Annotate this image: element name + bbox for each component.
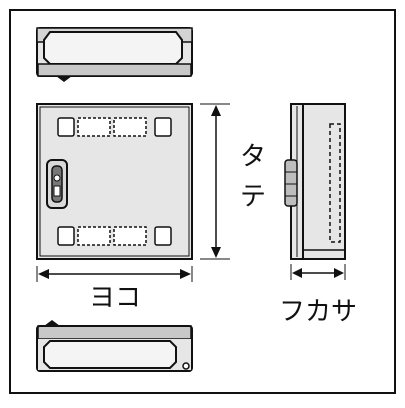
side-view (284, 103, 346, 260)
front-panel-inner (39, 106, 190, 257)
lower-knockouts (57, 226, 172, 246)
knockout-dashed (113, 117, 147, 137)
latch-handle (51, 165, 63, 203)
knockout-end (57, 226, 75, 246)
height-arrow-top (211, 105, 221, 116)
width-arrow-right (180, 269, 191, 279)
bottom-view-handle (43, 340, 177, 369)
top-view (36, 27, 193, 82)
depth-dimension (290, 264, 346, 280)
side-hidden-knockouts (329, 123, 341, 243)
width-arrow-left (38, 269, 49, 279)
depth-label: フカサ (279, 297, 357, 327)
door-latch (46, 159, 68, 209)
knockout-end (57, 117, 75, 137)
latch-slot (53, 185, 61, 197)
knockout-end (154, 226, 172, 246)
knockout-end (154, 117, 172, 137)
width-dimension (36, 266, 193, 282)
latch-keyhole (53, 174, 61, 182)
top-view-handle (43, 31, 183, 65)
knockout-dashed (77, 117, 111, 137)
knockout-dashed (113, 226, 147, 246)
bottom-view (36, 320, 193, 372)
bottom-view-top (37, 325, 192, 340)
top-view-foot (56, 76, 72, 82)
depth-arrow-left (292, 268, 302, 278)
top-view-base (37, 63, 192, 77)
bottom-view-foot (44, 320, 60, 326)
front-view (36, 103, 193, 260)
height-label-char-1: タ (240, 142, 266, 172)
height-label-char-2: テ (240, 182, 266, 212)
side-body (302, 103, 346, 260)
upper-knockouts (57, 117, 172, 137)
width-label: ヨコ (89, 283, 141, 313)
bottom-view-screw (182, 362, 190, 370)
height-dimension (200, 103, 230, 260)
depth-arrow-right (334, 268, 344, 278)
knockout-dashed (77, 226, 111, 246)
bottom-view-outline (36, 325, 193, 372)
side-latch (284, 159, 298, 207)
height-arrow-bottom (211, 247, 221, 258)
